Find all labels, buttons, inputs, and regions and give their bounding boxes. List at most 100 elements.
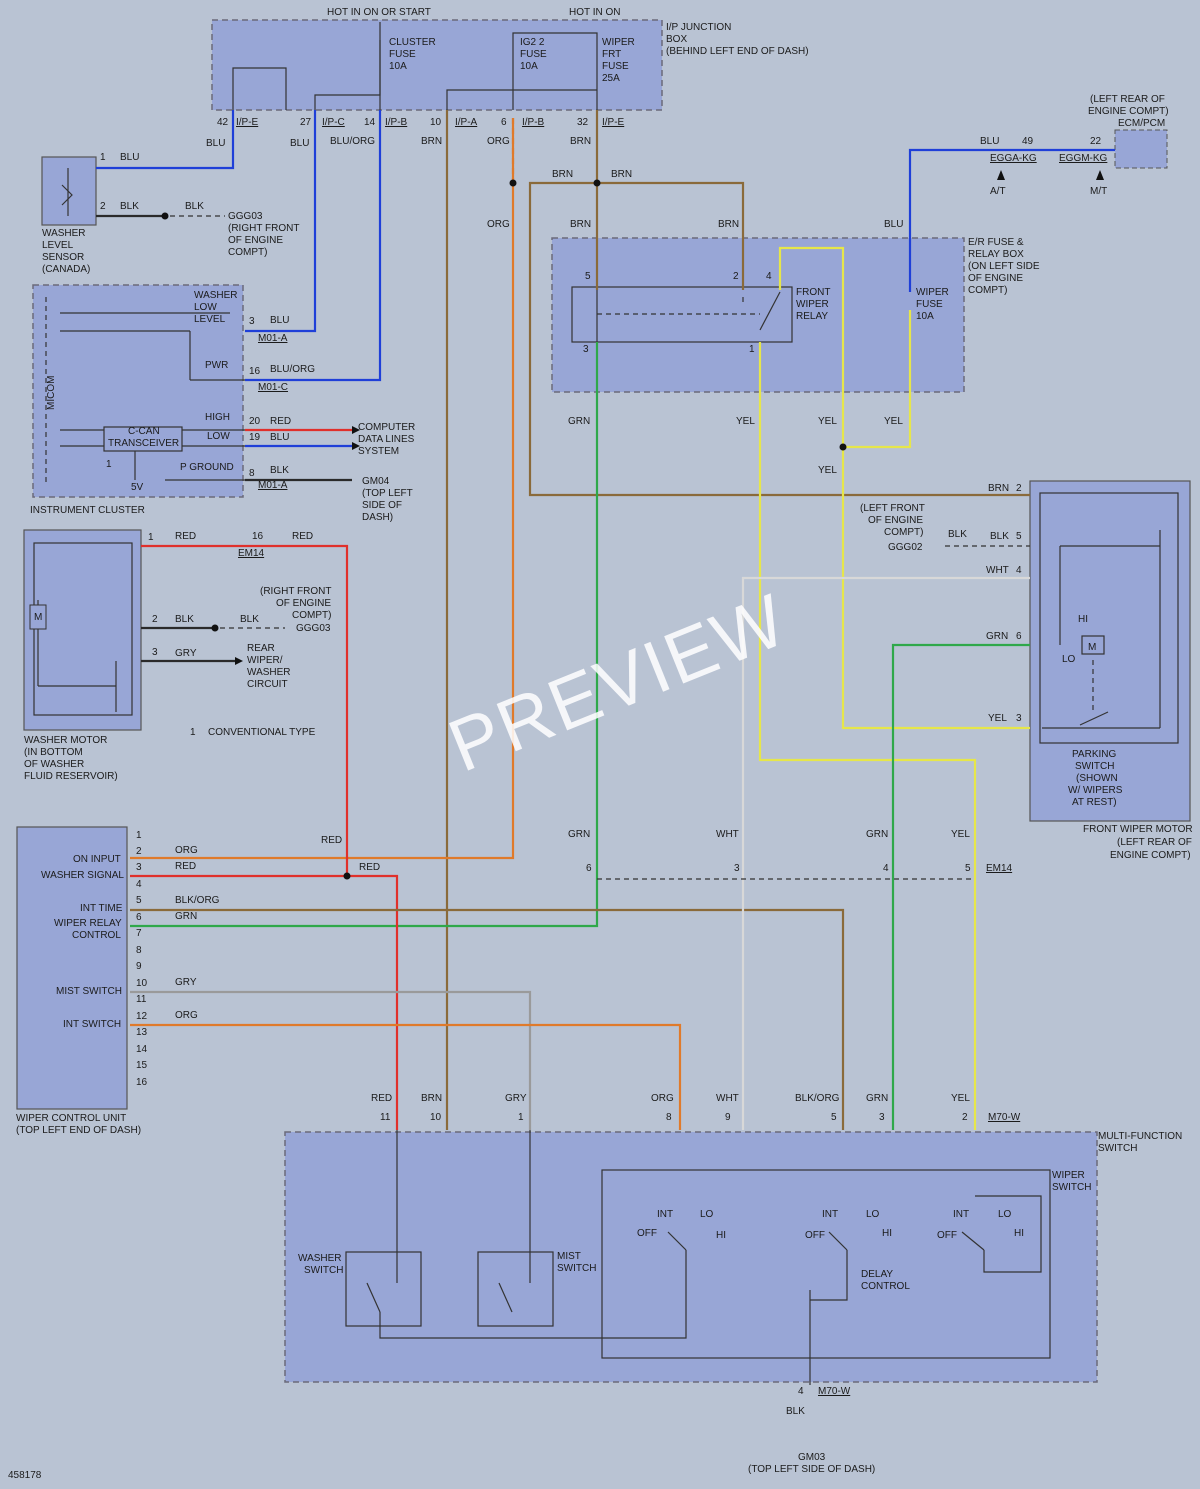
ccan-transceiver-body (103, 426, 183, 452)
er-pin-3: 3 (583, 344, 589, 355)
em14-conn: EM14 (238, 548, 265, 559)
ggg03-mid-3: COMPT) (292, 610, 331, 621)
ggg02-3: COMPT) (884, 527, 923, 538)
em14-row-grn2: GRN (866, 829, 888, 840)
parking-2: SWITCH (1075, 761, 1114, 772)
ggg03-top-2: (RIGHT FRONT (228, 223, 299, 234)
ic-pin-20: 20 (249, 416, 261, 427)
ccan-1: C-CAN (128, 426, 160, 437)
ic-pground: P GROUND (180, 462, 234, 473)
wire-blk-7: BLK (786, 1406, 805, 1417)
ecm-conn-a: EGGA-KG (990, 153, 1037, 164)
em14-pin-16: 16 (252, 531, 264, 542)
sw1-lo: LO (700, 1209, 714, 1220)
rear-1: REAR (247, 643, 275, 654)
wire-blu-3: BLU (884, 219, 903, 230)
er-pin-5: 5 (585, 271, 591, 282)
wire-blk-1: BLK (120, 201, 139, 212)
ecm-box (1114, 129, 1168, 169)
wiper-fuse-2: FRT (602, 49, 621, 60)
wm-pin-2: 2 (152, 614, 158, 625)
wiper-fuse-1: WIPER (602, 37, 635, 48)
wcu-pin-11: 11 (136, 994, 147, 1005)
wcu-pin-1: 1 (136, 830, 142, 841)
mfs-grn: GRN (866, 1093, 888, 1104)
ic-low: LOW (207, 431, 230, 442)
ggg02-2: OF ENGINE (868, 515, 923, 526)
mfs-pin-8: 8 (666, 1112, 672, 1123)
wcu-int-time: INT TIME (80, 903, 123, 914)
jb-pin-14: 14 (364, 117, 376, 128)
er-fuse-2: FUSE (916, 299, 943, 310)
er-fuse-3: 10A (916, 311, 934, 322)
wcu-wrc-2: CONTROL (72, 930, 121, 941)
wire-gry-1: GRY (175, 648, 197, 659)
wcu-int-switch: INT SWITCH (63, 1019, 121, 1030)
er-label-2: RELAY BOX (968, 249, 1024, 260)
fwm-m: M (1088, 642, 1096, 653)
ig2-fuse-2: FUSE (520, 49, 547, 60)
wcu-label-2: (TOP LEFT END OF DASH) (16, 1125, 141, 1136)
em14-row-5: 5 (965, 863, 971, 874)
ecm-mt: M/T (1090, 186, 1107, 197)
mfs-red: RED (371, 1093, 392, 1104)
wire-gry-2: GRY (175, 977, 197, 988)
wire-yel-4: YEL (818, 465, 837, 476)
gm04-4: DASH) (362, 512, 393, 523)
wire-org-2: ORG (487, 219, 510, 230)
multi-function-switch-box (284, 1131, 1098, 1383)
wire-red-1: RED (270, 416, 291, 427)
mist-sw-2: SWITCH (557, 1263, 596, 1274)
wcu-pin-8: 8 (136, 945, 142, 956)
parking-4: W/ WIPERS (1068, 785, 1123, 796)
ig2-fuse-1: IG2 2 (520, 37, 545, 48)
mist-switch-body (477, 1251, 554, 1327)
wls-label-4: (CANADA) (42, 264, 90, 275)
mfs-gry: GRY (505, 1093, 527, 1104)
ic-wll-3: LEVEL (194, 314, 226, 325)
wiper-switch-body (601, 1169, 1051, 1359)
er-label-4: OF ENGINE (968, 273, 1023, 284)
ic-pin-8: 8 (249, 468, 255, 479)
fwm-pin-2: 2 (1016, 483, 1022, 494)
wire-blk-3: BLK (270, 465, 289, 476)
fwm-wht: WHT (986, 565, 1009, 576)
ggg03-mid-4: GGG03 (296, 623, 331, 634)
wls-label-1: WASHER (42, 228, 86, 239)
em14-row-conn: EM14 (986, 863, 1013, 874)
ig2-fuse-3: 10A (520, 61, 538, 72)
wire-blu-1: BLU (206, 138, 225, 149)
gm03-2: (TOP LEFT SIDE OF DASH) (748, 1464, 875, 1475)
er-label-3: (ON LEFT SIDE (968, 261, 1040, 272)
fwm-pin-4: 4 (1016, 565, 1022, 576)
wiper-fuse-4: 25A (602, 73, 620, 84)
wcu-pin-7: 7 (136, 928, 142, 939)
wire-blu-5: BLU (120, 152, 139, 163)
ic-title: INSTRUMENT CLUSTER (30, 505, 145, 516)
em14-row-6: 6 (586, 863, 592, 874)
ic-conn-m01c: M01-C (258, 382, 288, 393)
ecm-pin-22: 22 (1090, 136, 1102, 147)
wire-yel-1: YEL (736, 416, 755, 427)
conventional-label: CONVENTIONAL TYPE (208, 727, 316, 738)
sw3-hi: HI (1014, 1228, 1024, 1239)
er-pin-4: 4 (766, 271, 772, 282)
wire-blu-4: BLU (980, 136, 999, 147)
wire-blk-2: BLK (185, 201, 204, 212)
instrument-cluster-box (32, 284, 244, 498)
gm04-3: SIDE OF (362, 500, 402, 511)
wm-m: M (34, 612, 42, 623)
ic-micom: MICOM (46, 376, 57, 410)
sw3-off: OFF (937, 1230, 957, 1241)
jb-label-3: (BEHIND LEFT END OF DASH) (666, 46, 809, 57)
fwm-brn: BRN (988, 483, 1009, 494)
diagram-id: 458178 (8, 1470, 42, 1481)
wire-red-4: RED (321, 835, 342, 846)
wcu-pin-6: 6 (136, 912, 142, 923)
jb-conn-32: I/P-E (602, 117, 625, 128)
arrows (235, 170, 1104, 665)
wires (96, 110, 1115, 1385)
ic-conn-m01a: M01-A (258, 333, 288, 344)
conv-num: 1 (190, 727, 196, 738)
